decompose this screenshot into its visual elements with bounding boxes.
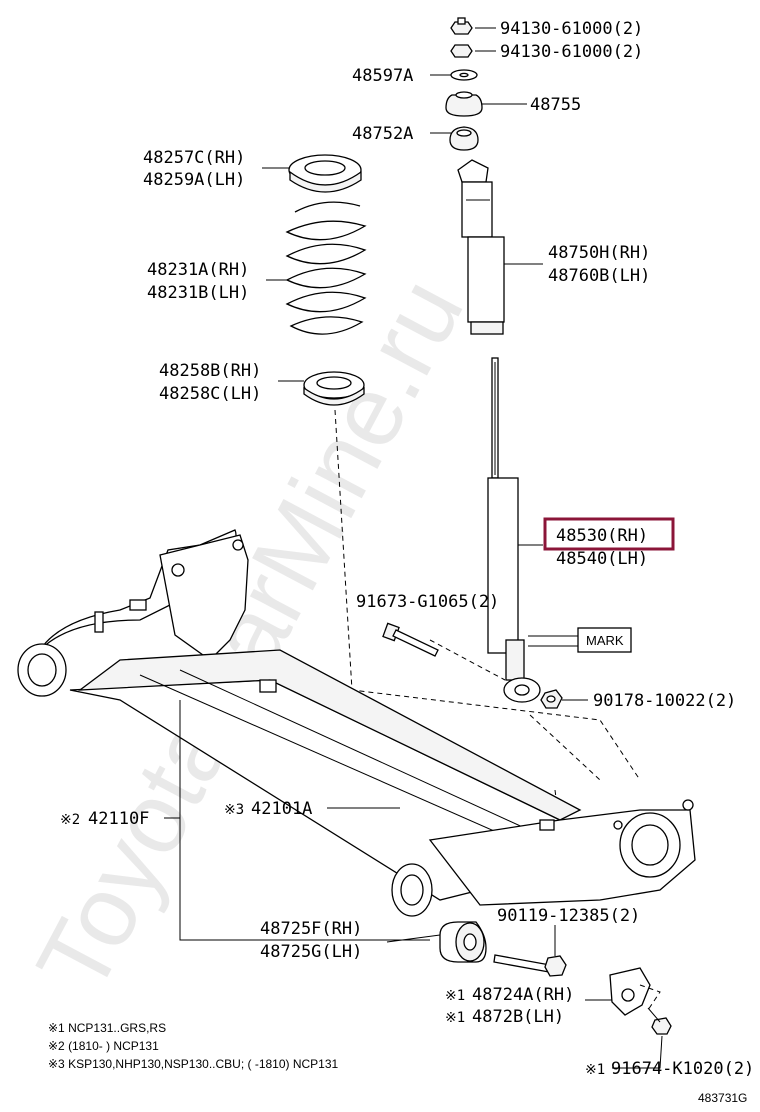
long-bolt-icon[interactable] xyxy=(493,954,567,977)
upper-insulator-icon[interactable] xyxy=(288,154,362,193)
mount-cushion-lower-icon[interactable] xyxy=(449,126,479,151)
label-bracket-lh[interactable]: 4872B(LH) xyxy=(472,1007,564,1027)
label-beam-42110f[interactable]: 42110F xyxy=(88,809,149,829)
footnote-1: ※1 NCP131..GRS,RS xyxy=(48,1021,166,1035)
bush-icon[interactable] xyxy=(439,921,487,963)
label-bolt-91674[interactable]: 91674-K1020(2) xyxy=(611,1059,754,1079)
small-bolt-icon[interactable] xyxy=(647,1007,672,1035)
label-axle-42101a[interactable]: 42101A xyxy=(251,799,312,819)
label-bush-rh[interactable]: 48725F(RH) xyxy=(260,919,362,939)
nut-icon[interactable] xyxy=(450,44,473,58)
diagram-id: 483731G xyxy=(698,1091,747,1105)
label-upper-insulator-lh[interactable]: 48259A(LH) xyxy=(143,170,245,190)
label-48755[interactable]: 48755 xyxy=(530,95,581,115)
note-mark-beam: ※2 xyxy=(60,812,80,828)
note-mark-bolt-91674: ※1 xyxy=(585,1062,605,1078)
label-bolt-90119[interactable]: 90119-12385(2) xyxy=(497,906,640,926)
footnote-3: ※3 KSP130,NHP130,NSP130..CBU; ( -1810) N… xyxy=(48,1057,339,1071)
lower-insulator-icon[interactable] xyxy=(303,371,365,406)
label-shock-absorber-lh[interactable]: 48540(LH) xyxy=(556,549,648,569)
label-bump-stopper-rh[interactable]: 48750H(RH) xyxy=(548,243,650,263)
nut-icon[interactable] xyxy=(450,17,473,35)
highlight-box xyxy=(543,517,675,551)
label-bump-stopper-lh[interactable]: 48760B(LH) xyxy=(548,266,650,286)
label-bush-lh[interactable]: 48725G(LH) xyxy=(260,942,362,962)
label-48752a[interactable]: 48752A xyxy=(352,124,413,144)
bump-stopper-icon[interactable] xyxy=(457,159,505,335)
note-mark-bracket-rh: ※1 xyxy=(445,988,465,1004)
label-coil-spring-lh[interactable]: 48231B(LH) xyxy=(147,283,249,303)
label-shock-absorber-rh[interactable]: 48530(RH) xyxy=(556,526,648,546)
label-coil-spring-rh[interactable]: 48231A(RH) xyxy=(147,260,249,280)
label-48597a[interactable]: 48597A xyxy=(352,66,413,86)
label-nut-90178[interactable]: 90178-10022(2) xyxy=(593,691,736,711)
label-nut-1[interactable]: 94130-61000(2) xyxy=(500,19,643,39)
nut-icon[interactable] xyxy=(540,689,563,709)
label-nut-2[interactable]: 94130-61000(2) xyxy=(500,42,643,62)
mount-cushion-icon[interactable] xyxy=(445,91,483,117)
shock-absorber-icon[interactable] xyxy=(487,357,541,703)
label-bolt-91673[interactable]: 91673-G1065(2) xyxy=(356,592,499,612)
mark-label: MARK xyxy=(586,633,624,648)
mark-box xyxy=(577,627,632,653)
bracket-icon[interactable] xyxy=(609,967,661,1016)
note-mark-axle: ※3 xyxy=(224,802,244,818)
label-upper-insulator-rh[interactable]: 48257C(RH) xyxy=(143,148,245,168)
washer-icon[interactable] xyxy=(450,69,478,81)
label-bracket-rh[interactable]: 48724A(RH) xyxy=(472,985,574,1005)
note-mark-bracket-lh: ※1 xyxy=(445,1010,465,1026)
coil-spring-icon[interactable] xyxy=(285,201,367,335)
label-lower-insulator-lh[interactable]: 48258C(LH) xyxy=(159,384,261,404)
footnote-2: ※2 (1810- ) NCP131 xyxy=(48,1039,159,1053)
label-lower-insulator-rh[interactable]: 48258B(RH) xyxy=(159,361,261,381)
axle-beam-icon[interactable] xyxy=(17,529,696,917)
bolt-icon[interactable] xyxy=(382,622,439,657)
